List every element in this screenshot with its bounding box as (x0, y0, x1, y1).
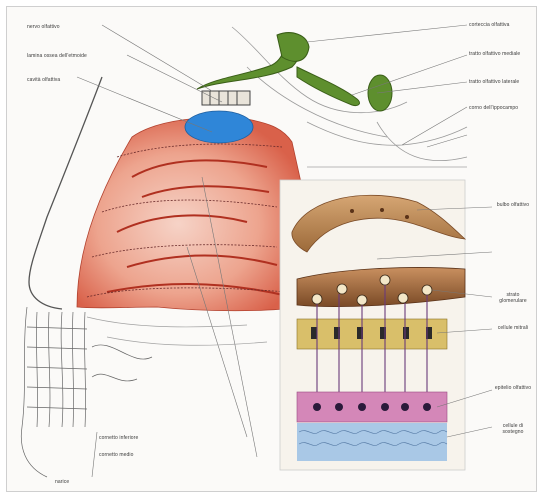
palate-outline (87, 317, 267, 345)
label-nostril: narice (55, 479, 69, 485)
label-glomerular-layer: strato glomerulare (493, 292, 533, 304)
label-middle-turbinate: cornetto medio (99, 452, 133, 458)
label-lateral-olfactory-tract: tratto olfattivo laterale (469, 79, 519, 85)
olfactory-anatomy-drawing (7, 7, 536, 491)
label-inferior-turbinate: cornetto inferiore (99, 435, 138, 441)
label-supporting-cells: cellule di sostegno (493, 423, 533, 435)
label-hippocampus-horn: corno dell'ippocampo (469, 105, 518, 111)
inset-magnified-panel (280, 180, 492, 470)
anatomy-illustration-frame: nervo olfattivo lamina ossea dell'etmoid… (6, 6, 537, 492)
inset-mitral-layer (297, 319, 447, 349)
label-olfactory-cavity: cavità olfattiva (27, 77, 60, 83)
label-mitral-cells: cellule mitrali (493, 325, 533, 331)
label-olfactory-epithelium: epitelio olfattivo (493, 385, 533, 391)
cribriform-plate (202, 91, 250, 105)
label-olfactory-cortex: corteccia olfattiva (469, 22, 510, 28)
label-medial-olfactory-tract: tratto olfattivo mediale (469, 51, 520, 57)
olfactory-region (185, 111, 253, 143)
label-olfactory-nerve: nervo olfattivo (27, 24, 60, 30)
label-olfactory-bulb: bulbo olfattivo (493, 202, 533, 208)
nasal-mucosa (77, 118, 302, 311)
inset-epithelium (297, 423, 447, 461)
label-cribriform-plate: lamina ossea dell'etmoide (27, 53, 87, 59)
